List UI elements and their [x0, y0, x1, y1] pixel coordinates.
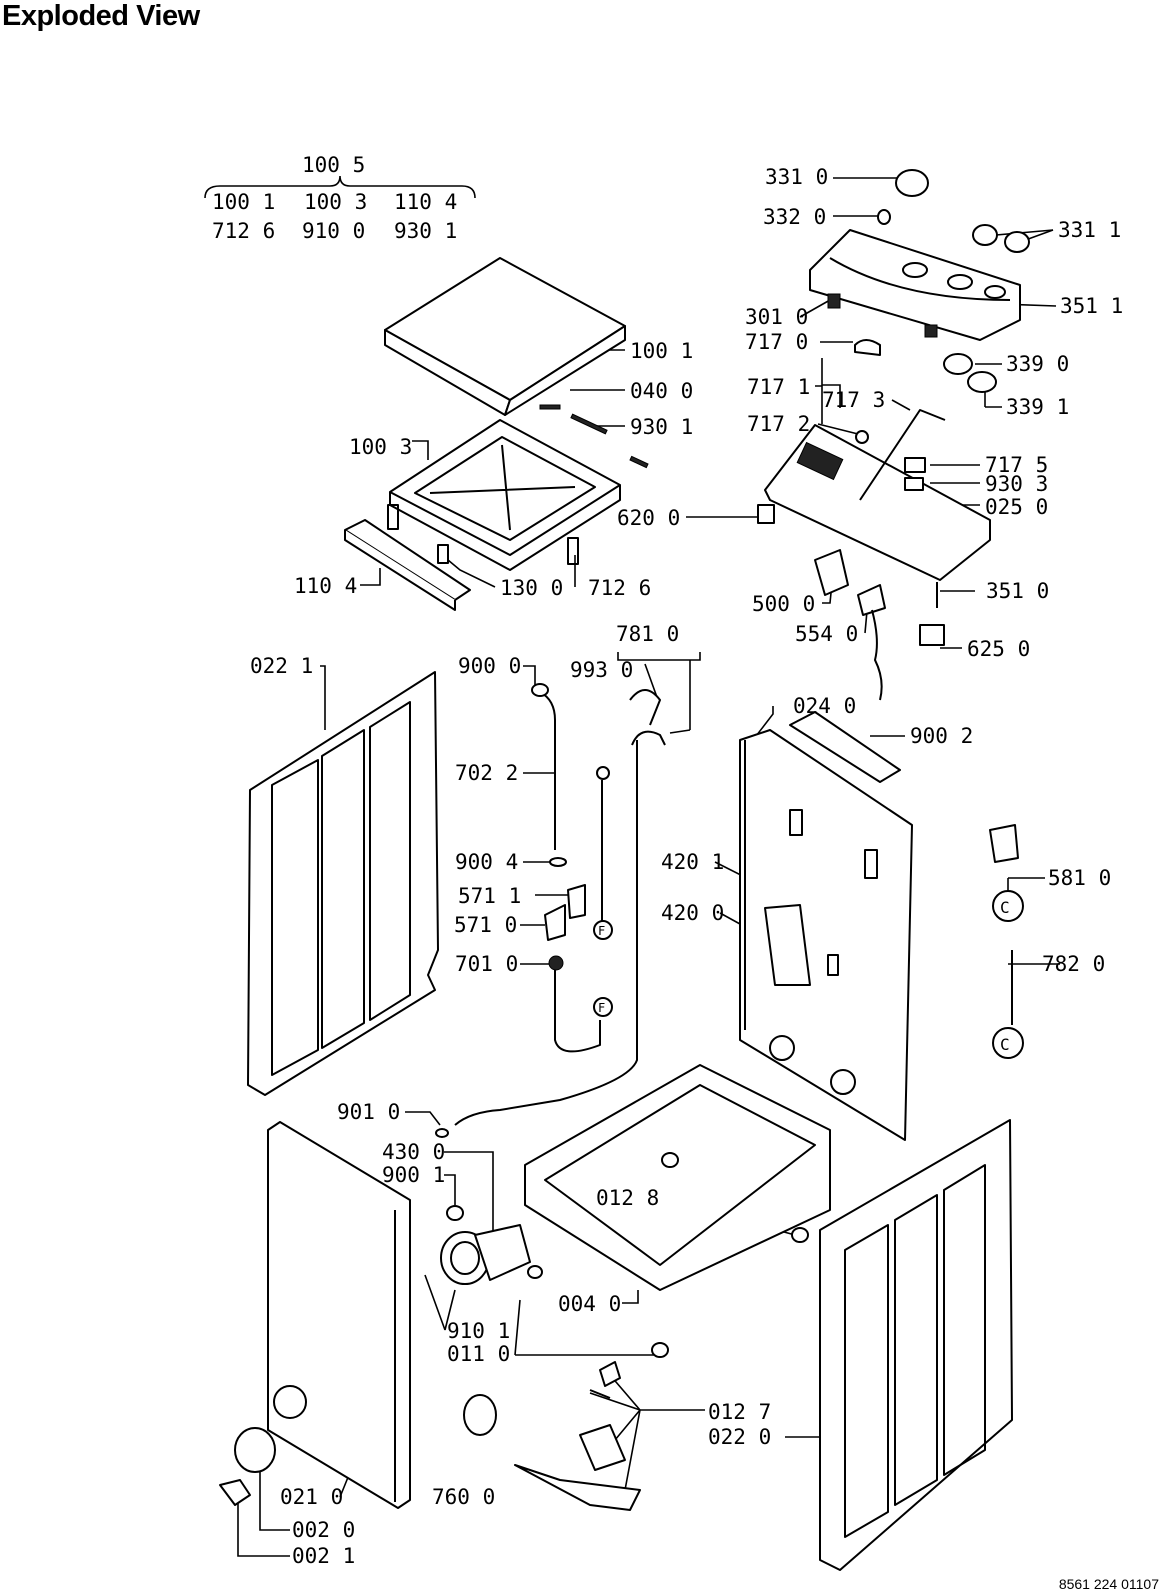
- label-7175: 717 5: [985, 453, 1048, 477]
- label-3510: 351 0: [986, 579, 1049, 603]
- connectors: C C F F: [593, 890, 1024, 1059]
- side-panel-left: [247, 671, 439, 1096]
- lid-frame: [387, 404, 649, 571]
- label-0250: 025 0: [985, 495, 1048, 519]
- label-0128: 012 8: [596, 1186, 659, 1210]
- label-9301: 930 1: [630, 415, 693, 439]
- side-panel-right: [819, 1119, 1013, 1571]
- label-4200: 420 0: [661, 901, 724, 925]
- label-0021: 002 1: [292, 1544, 355, 1568]
- lid-top-cover: [384, 257, 626, 416]
- label-3511: 351 1: [1060, 294, 1123, 318]
- label-9301-group: 930 1: [394, 219, 457, 243]
- label-6250: 625 0: [967, 637, 1030, 661]
- label-9930: 993 0: [570, 658, 633, 682]
- label-1003: 100 3: [349, 435, 412, 459]
- control-board: [757, 409, 991, 581]
- label-9101: 910 1: [447, 1319, 510, 1343]
- label-1001-group: 100 1: [212, 190, 275, 214]
- label-6200: 620 0: [617, 506, 680, 530]
- label-0127: 012 7: [708, 1400, 771, 1424]
- label-7126-group: 712 6: [212, 219, 275, 243]
- label-0220: 022 0: [708, 1425, 771, 1449]
- label-1003-group: 100 3: [304, 190, 367, 214]
- hoses: [435, 683, 666, 1138]
- label-0210: 021 0: [280, 1485, 343, 1509]
- sensors: [989, 824, 1019, 1025]
- motor-timer: [814, 549, 945, 701]
- label-7126: 712 6: [588, 576, 651, 600]
- control-panel: [809, 229, 1021, 341]
- base-frame: [524, 1064, 831, 1358]
- label-7010: 701 0: [455, 952, 518, 976]
- label-1104: 110 4: [294, 574, 357, 598]
- label-5810: 581 0: [1048, 866, 1111, 890]
- label-7810: 781 0: [616, 622, 679, 646]
- label-4201: 420 1: [661, 850, 724, 874]
- label-1104-group: 110 4: [394, 190, 457, 214]
- label-7172: 717 2: [747, 412, 810, 436]
- label-9004: 900 4: [455, 850, 518, 874]
- label-7170: 717 0: [745, 330, 808, 354]
- label-9010: 901 0: [337, 1100, 400, 1124]
- label-5711: 571 1: [458, 884, 521, 908]
- connector-c-lower: C: [1000, 1035, 1010, 1054]
- connector-f-lower: F: [598, 1001, 605, 1015]
- label-3310: 331 0: [765, 165, 828, 189]
- page-title: Exploded View: [2, 0, 200, 32]
- label-5710: 571 0: [454, 913, 517, 937]
- label-4300: 430 0: [382, 1140, 445, 1164]
- part-labels: 100 5 100 1 100 3 110 4 712 6 910 0 930 …: [212, 153, 1123, 1568]
- label-0240: 024 0: [793, 694, 856, 718]
- label-0400: 040 0: [630, 379, 693, 403]
- label-0020: 002 0: [292, 1518, 355, 1542]
- label-7022: 702 2: [455, 761, 518, 785]
- label-9001: 900 1: [382, 1163, 445, 1187]
- label-0110: 011 0: [447, 1342, 510, 1366]
- label-7171: 717 1: [747, 375, 810, 399]
- label-0040: 004 0: [558, 1292, 621, 1316]
- label-3010: 301 0: [745, 305, 808, 329]
- label-5540: 554 0: [795, 622, 858, 646]
- knobs: [854, 169, 1030, 393]
- label-3320: 332 0: [763, 205, 826, 229]
- label-1005: 100 5: [302, 153, 365, 177]
- label-0221: 022 1: [250, 654, 313, 678]
- label-1001: 100 1: [630, 339, 693, 363]
- front-panel: [267, 1121, 411, 1509]
- lid-handle: [344, 519, 471, 611]
- label-7600: 760 0: [432, 1485, 495, 1509]
- back-panel: [739, 711, 913, 1141]
- label-7820: 782 0: [1042, 952, 1105, 976]
- connector-f-upper: F: [598, 924, 605, 938]
- label-3311: 331 1: [1058, 218, 1121, 242]
- label-7173: 717 3: [822, 388, 885, 412]
- label-9000: 900 0: [458, 654, 521, 678]
- label-9100: 910 0: [302, 219, 365, 243]
- connector-c-upper: C: [1000, 898, 1010, 917]
- label-5000: 500 0: [752, 592, 815, 616]
- drain-pump: [219, 1205, 641, 1511]
- label-3390: 339 0: [1006, 352, 1069, 376]
- label-1300: 130 0: [500, 576, 563, 600]
- label-3391: 339 1: [1006, 395, 1069, 419]
- label-9002: 900 2: [910, 724, 973, 748]
- label-9303: 930 3: [985, 472, 1048, 496]
- document-number: 8561 224 01107: [1058, 1576, 1159, 1592]
